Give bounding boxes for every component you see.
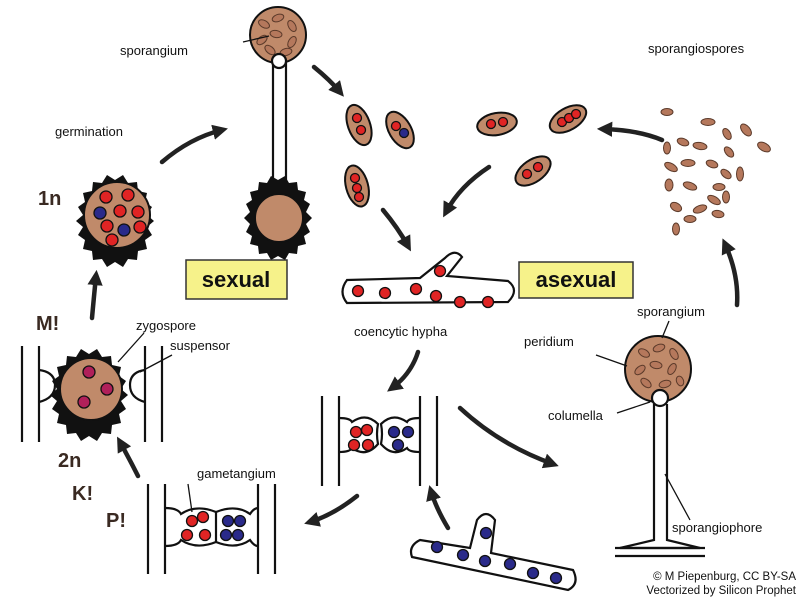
germinated-sporangium [244, 6, 312, 260]
sporangium-top-label: sporangium [120, 43, 188, 58]
coencytic-hypha-label: coencytic hypha [354, 324, 448, 339]
spore-mass [256, 13, 297, 57]
arrow-to-zygospore [117, 436, 141, 479]
plasmogamy-label: P! [106, 510, 126, 532]
suspensor-label: suspensor [170, 338, 231, 353]
ploidy-1n-label: 1n [38, 188, 61, 210]
gametangium-label: gametangium [197, 466, 276, 481]
released-spores-left [344, 103, 415, 208]
germinating-zygospore [76, 175, 154, 267]
arrow-blue-hypha-to-progametangia [426, 485, 451, 531]
asexual-label: asexual [536, 267, 617, 292]
peridium-label: peridium [524, 334, 574, 349]
meiosis-label: M! [36, 313, 59, 335]
cycle-arrows [87, 64, 740, 531]
coencytic-hypha-blue [409, 512, 577, 592]
arrow-hypha-to-progametangia [387, 349, 421, 392]
columella [270, 52, 288, 70]
credit-line-1: © M Piepenburg, CC BY-SA [653, 571, 796, 583]
arrow-to-gametangium [304, 493, 360, 527]
arrow-spores-to-hypha-right [443, 164, 492, 218]
karyogamy-label: K! [72, 483, 93, 505]
sporangiospore-cloud [660, 108, 771, 236]
sporangiophore-label: sporangiophore [672, 520, 762, 535]
sporangiospores-label: sporangiospores [648, 41, 745, 56]
sexual-label: sexual [202, 267, 271, 292]
gametangia-fusion [146, 484, 277, 574]
arrow-sporangium-to-spores [721, 238, 740, 308]
zygospore-label: zygospore [136, 318, 196, 333]
zygospore-stage [20, 346, 164, 442]
mature-sporangium [615, 335, 705, 558]
germination-label: germination [55, 124, 123, 139]
arrow-hypha-to-sporangium [457, 405, 559, 469]
ploidy-2n-label: 2n [58, 450, 81, 472]
progametangia [320, 396, 439, 486]
arrow-meiosis [87, 269, 103, 321]
columella-right [650, 388, 670, 408]
columella-label: columella [548, 408, 604, 423]
arrow-sporangiospores-release [596, 121, 665, 143]
credit-line-2: Vectorized by Silicon Prophet [646, 585, 796, 597]
sporangium-top-pointer [242, 35, 270, 43]
sporangium-right-label: sporangium [637, 304, 705, 319]
arrow-germination [159, 124, 228, 165]
asexual-box: asexual [518, 261, 634, 299]
arrow-spores-to-hypha-left [380, 207, 411, 252]
coencytic-hypha-red [341, 251, 516, 309]
zygospore-body [59, 357, 123, 421]
released-spores-right [476, 104, 588, 187]
zygospore-core [254, 193, 304, 243]
arrow-spore-release [311, 64, 344, 97]
sexual-box: sexual [185, 259, 288, 300]
